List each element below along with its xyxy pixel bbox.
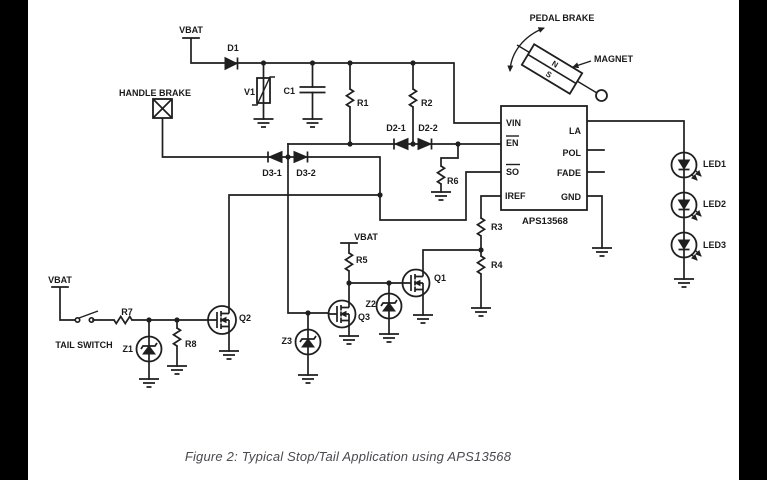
magnet-symbol: N S [520,43,584,95]
pin-so: SO [506,167,519,177]
pin-pol: POL [562,148,581,158]
varistor-v1 [252,76,275,106]
led1-label: LED1 [703,159,726,169]
capacitor-c1 [299,86,326,94]
mosfet-q3 [327,299,357,329]
r7-label: R7 [121,307,133,317]
magnet-south-label: S [544,69,554,80]
diode-d2-1 [393,137,409,151]
handle-brake-label: HANDLE BRAKE [119,88,191,98]
q2-label: Q2 [239,313,251,323]
zener-z3 [294,328,322,356]
r4-label: R4 [491,260,503,270]
led1-symbol [670,151,702,181]
pin-gnd: GND [561,192,582,202]
resistor-r2 [407,88,419,108]
led2-label: LED2 [703,199,726,209]
r8-label: R8 [185,339,197,349]
r6-label: R6 [447,176,459,186]
r1-label: R1 [357,98,369,108]
q1-label: Q1 [434,273,446,283]
resistor-r8 [171,327,183,347]
letterbox-left [0,0,28,480]
pin-vin: VIN [506,118,521,128]
pin-iref: IREF [505,191,526,201]
d3-2-label: D3-2 [296,168,316,178]
zener-z1 [135,335,163,363]
magnet-north-label: N [550,59,560,70]
r3-label: R3 [491,222,503,232]
c1-label: C1 [283,86,295,96]
v1-label: V1 [244,87,255,97]
d2-2-label: D2-2 [418,123,438,133]
diode-d1 [224,56,239,71]
vbat-mid-label: VBAT [354,232,378,242]
magnet-label: MAGNET [594,54,633,64]
ground-symbols [139,118,694,388]
pedal-brake-label: PEDAL BRAKE [530,13,595,23]
handle-brake-symbol [152,98,173,119]
d2-1-label: D2-1 [386,123,406,133]
resistor-r3 [475,217,487,237]
mosfet-q2 [207,305,237,335]
led3-symbol [670,231,702,261]
ic-part-number: APS13568 [522,216,568,227]
z1-label: Z1 [122,344,133,354]
r2-label: R2 [421,98,433,108]
figure-caption: Figure 2: Typical Stop/Tail Application … [184,449,512,464]
diode-d2-2 [417,137,433,151]
ic-aps13568: VIN EN SO IREF LA POL FADE GND APS13568 [500,105,588,227]
resistor-r5 [343,252,355,272]
vbat-left-label: VBAT [48,275,72,285]
tail-switch-label: TAIL SWITCH [55,340,112,350]
z2-label: Z2 [365,299,376,309]
q3-label: Q3 [358,312,370,322]
letterbox-right [739,0,767,480]
tail-switch-symbol [74,310,99,324]
led2-symbol [670,191,702,221]
d1-label: D1 [227,43,239,53]
resistor-r1 [344,88,356,108]
vbat-top-label: VBAT [179,25,203,35]
diode-d3-1 [267,150,283,164]
pedal-brake-illustration: N S [507,27,608,102]
junction-dots [146,60,484,323]
mosfet-q1 [401,268,431,298]
resistor-r4 [475,255,487,275]
r5-label: R5 [356,255,368,265]
resistor-r6 [435,165,447,185]
pin-la: LA [569,126,581,136]
diode-d3-2 [293,150,309,164]
d3-1-label: D3-1 [262,168,282,178]
z3-label: Z3 [281,336,292,346]
zener-z2 [375,292,403,320]
led3-label: LED3 [703,240,726,250]
pin-en: EN [506,138,519,148]
resistor-r7 [113,314,133,326]
pin-fade: FADE [557,168,581,178]
